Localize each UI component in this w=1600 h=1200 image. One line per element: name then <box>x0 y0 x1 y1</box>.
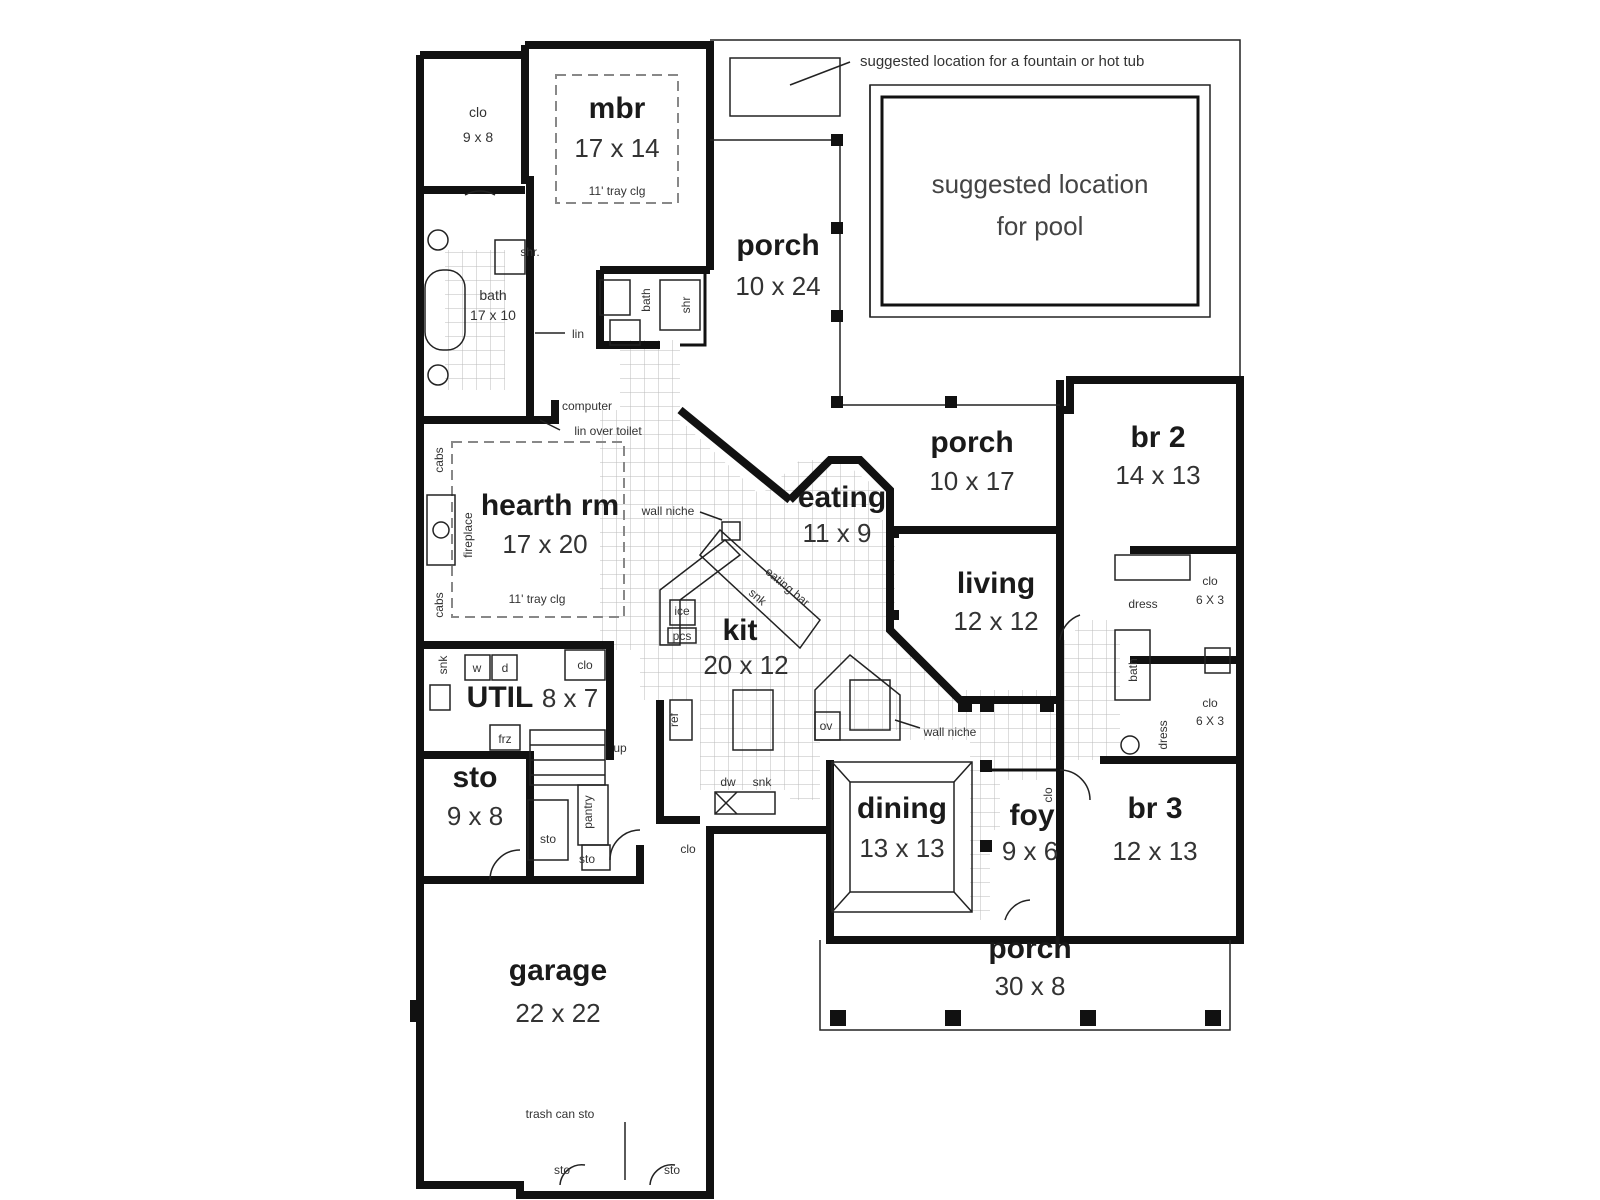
kitchen-label: kit <box>722 614 757 647</box>
garage-label: garage <box>509 954 607 987</box>
door-swings <box>464 190 1091 1186</box>
mbr-note: 11' tray clg <box>589 184 646 198</box>
back-porch-label: porch <box>736 229 819 262</box>
dryer-label: d <box>502 661 509 675</box>
br3-label: br 3 <box>1127 792 1182 825</box>
freezer-label: frz <box>498 732 511 746</box>
side-porch-dim: 10 x 17 <box>929 466 1014 496</box>
br2-closet-dim: 6 X 3 <box>1196 593 1224 607</box>
dishwasher-label: dw <box>720 775 736 789</box>
garage-storage-right-label: sto <box>664 1163 680 1177</box>
back-porch-dim: 10 x 24 <box>735 271 820 301</box>
linen-over-toilet-label: lin over toilet <box>574 424 642 438</box>
pcs-label: pcs <box>673 629 692 643</box>
garage-storage-left-label: sto <box>554 1163 570 1177</box>
br3-closet-label: clo <box>1202 696 1218 710</box>
foyer-label: foy <box>1010 799 1055 832</box>
cabs-lower-label: cabs <box>432 592 446 617</box>
porch-outlines <box>710 134 1231 1031</box>
fixtures <box>410 229 1231 1022</box>
foyer-dim: 9 x 6 <box>1002 836 1058 866</box>
refrigerator-label: ref <box>667 712 681 727</box>
small-storage-label: sto <box>579 852 595 866</box>
pool-line-1: suggested location <box>932 169 1149 199</box>
pool-line-2: for pool <box>997 211 1084 241</box>
hearth-room-note: 11' tray clg <box>509 592 566 606</box>
hall-bath-label: bath <box>1126 658 1140 681</box>
master-closet-label: clo <box>469 104 487 120</box>
note-leaders <box>535 332 921 1180</box>
living-dim: 12 x 12 <box>953 606 1038 636</box>
computer-label: computer <box>562 399 612 413</box>
br2-label: br 2 <box>1130 421 1185 454</box>
front-porch-dim: 30 x 8 <box>995 971 1066 1001</box>
room-labels: mbr 17 x 14 11' tray clg clo 9 x 8 bath … <box>447 92 1201 1028</box>
living-label: living <box>957 567 1035 600</box>
util-sink-label: snk <box>436 655 450 675</box>
fountain-note: suggested location for a fountain or hot… <box>860 53 1144 70</box>
br2-closet-label: clo <box>1202 574 1218 588</box>
stair-up-label: up <box>613 741 627 755</box>
washer-label: w <box>472 661 482 675</box>
utility-dim: 8 x 7 <box>542 683 598 713</box>
garage-dim: 22 x 22 <box>515 998 600 1028</box>
mbr-dim: 17 x 14 <box>574 133 659 163</box>
oven-label: ov <box>820 719 833 733</box>
fixture-labels: shr. bath shr lin computer lin over toil… <box>432 245 1224 1177</box>
storage-dim: 9 x 8 <box>447 801 503 831</box>
interior-walls <box>420 45 1240 940</box>
br3-closet-dim: 6 X 3 <box>1196 714 1224 728</box>
wall-niche-kitchen-label: wall niche <box>641 504 695 518</box>
br3-dress-label: dress <box>1156 720 1170 749</box>
pantry-label: pantry <box>581 795 595 828</box>
util-closet-label: clo <box>577 658 593 672</box>
front-porch-label: porch <box>988 932 1071 965</box>
pool-labels: suggested location for a fountain or hot… <box>860 53 1148 241</box>
foyer-closet-label: clo <box>1041 787 1055 803</box>
kitchen-closet-label: clo <box>680 842 696 856</box>
shower-label: shr. <box>520 245 539 259</box>
mbr-label: mbr <box>589 92 646 125</box>
master-closet-dim: 9 x 8 <box>463 129 494 145</box>
cabs-upper-label: cabs <box>432 447 446 472</box>
trash-storage-label: trash can sto <box>526 1107 595 1121</box>
eating-dim: 11 x 9 <box>803 518 872 548</box>
br3-dim: 12 x 13 <box>1112 836 1197 866</box>
small-shower-label: shr <box>679 297 693 314</box>
hearth-room-label: hearth rm <box>481 489 619 522</box>
br2-dim: 14 x 13 <box>1115 460 1200 490</box>
master-bath-label: bath <box>479 287 506 303</box>
dining-label: dining <box>857 792 947 825</box>
tray-ceilings <box>451 74 973 913</box>
small-bath-label: bath <box>639 288 653 311</box>
eating-label: eating <box>798 481 886 514</box>
island-sink-label: snk <box>753 775 773 789</box>
linen-label: lin <box>572 327 584 341</box>
utility-label: UTIL <box>467 681 534 714</box>
br2-dress-label: dress <box>1128 597 1157 611</box>
storage-label: sto <box>453 761 498 794</box>
master-bath-dim: 17 x 10 <box>470 307 516 323</box>
hearth-room-dim: 17 x 20 <box>502 529 587 559</box>
dining-dim: 13 x 13 <box>859 833 944 863</box>
pool-area <box>729 57 1211 318</box>
wall-niche-dining-label: wall niche <box>923 725 977 739</box>
side-porch-label: porch <box>930 426 1013 459</box>
pantry-storage-label: sto <box>540 832 556 846</box>
ice-label: ice <box>674 604 690 618</box>
fireplace-label: fireplace <box>461 512 475 558</box>
kitchen-dim: 20 x 12 <box>703 650 788 680</box>
